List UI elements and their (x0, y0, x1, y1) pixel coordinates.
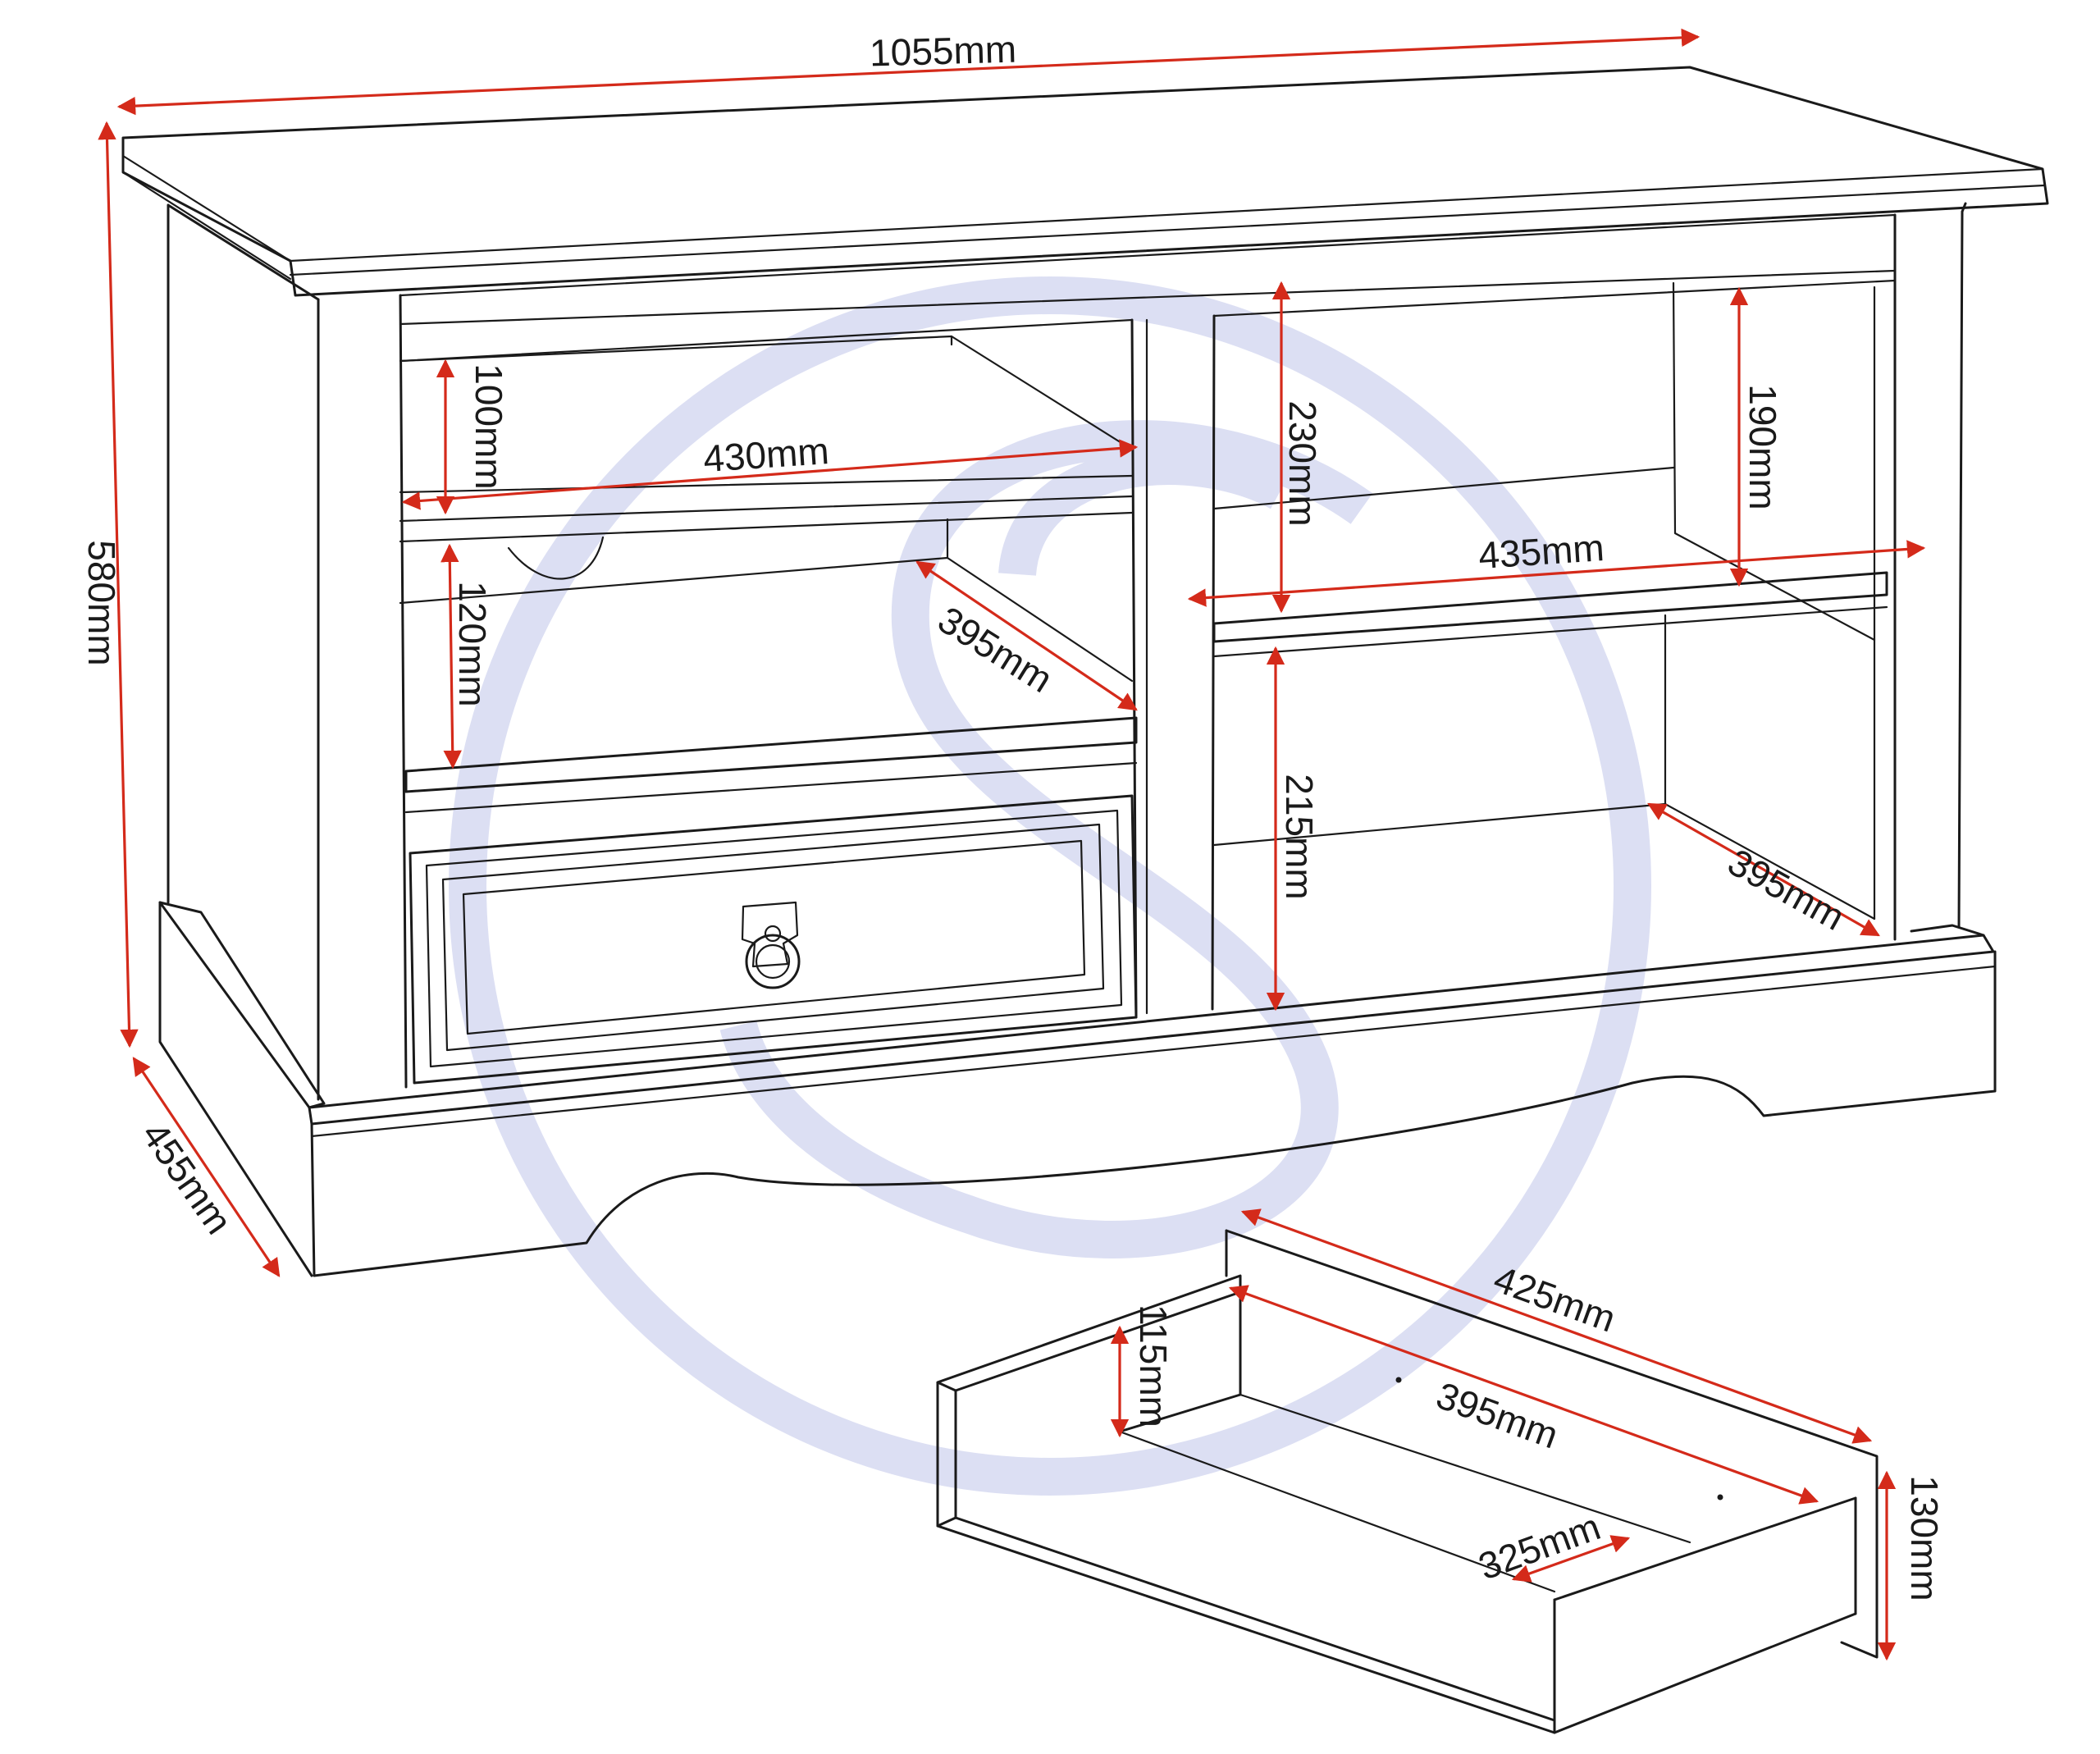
overall-width-label: 1055mm (869, 28, 1016, 75)
left-shelf-width-label: 430mm (702, 429, 830, 480)
left-shelf-depth-arrow (915, 560, 1138, 711)
watermark-logo (449, 276, 1651, 1496)
overall-width-arrow (116, 28, 1701, 116)
dimension-arrows (98, 28, 1926, 1661)
overall-height-arrow (98, 121, 139, 1048)
drawer-inner-height-label: 115mm (1132, 1304, 1175, 1427)
right-shelf-depth-arrow (1647, 802, 1880, 937)
top-left-shelf-height-label: 100mm (468, 363, 510, 489)
middle-left-shelf-height-label: 120mm (451, 581, 494, 706)
overall-depth-arrow (132, 1057, 281, 1277)
tv-cabinet (121, 66, 2049, 1277)
drawer-inner-length-arrow (1228, 1285, 1819, 1505)
drawer-ring-handle-icon (741, 901, 801, 989)
left-shelf-width-arrow (401, 439, 1139, 510)
bottom-right-opening-height-label: 215mm (1278, 774, 1321, 899)
drawer-inner-width-arrow (1511, 1535, 1631, 1583)
right-shelf-depth-label: 395mm (1721, 840, 1851, 939)
right-shelf-height-label: 190mm (1742, 384, 1784, 509)
middle-left-shelf-height-arrow (441, 543, 462, 770)
drawer-front-height-label: 130mm (1903, 1475, 1946, 1601)
right-shelf-width-arrow (1187, 540, 1926, 607)
overall-height-label: 580mm (80, 540, 123, 665)
drawer-inner-width-label: 325mm (1473, 1505, 1606, 1587)
right-shelf-width-label: 435mm (1477, 526, 1605, 577)
top-right-opening-height-label: 230mm (1281, 400, 1324, 526)
overall-depth-label: 455mm (134, 1114, 241, 1241)
